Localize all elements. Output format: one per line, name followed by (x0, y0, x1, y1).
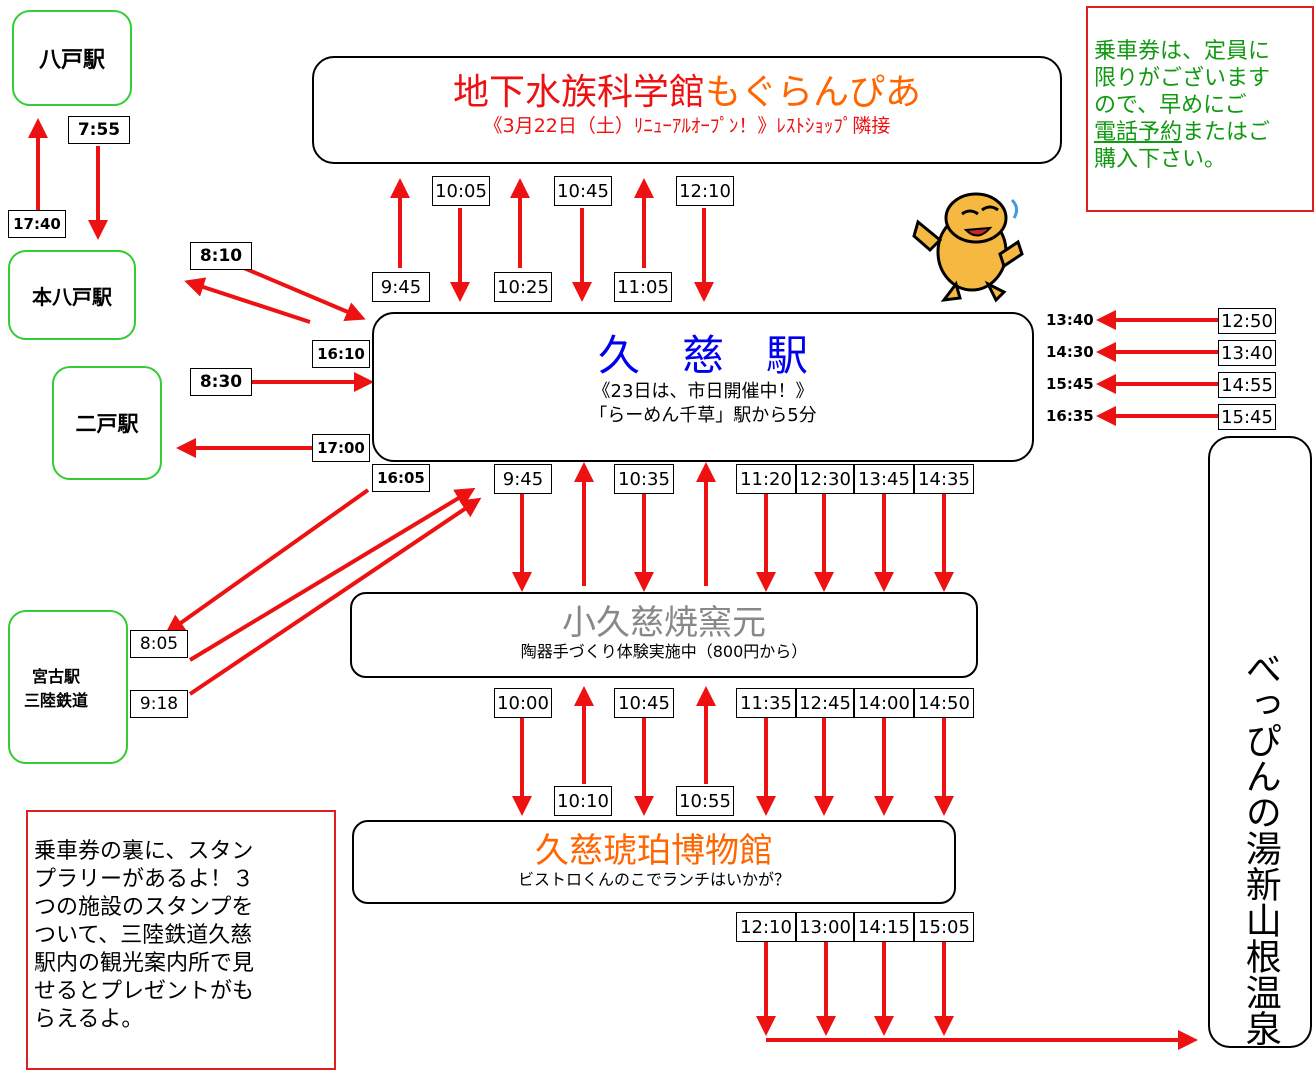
time-museum-down-1: 10:05 (432, 176, 490, 206)
time-kiln-amber-1: 10:00 (494, 688, 552, 718)
time-onsen-from-3: 14:55 (1218, 372, 1276, 398)
time-kuji-kiln-4: 12:30 (796, 464, 854, 494)
arrow-honhachi-out (184, 277, 311, 324)
station-honhachinohe: 本八戸駅 (8, 250, 136, 340)
kuji-station-box: 久 慈 駅 《23日は、市日開催中！》 「らーめん千草」駅から5分 (372, 312, 1034, 462)
ticket-notice: 乗車券は、定員に 限りがございます ので、早めにご 電話予約またはご 購入下さい… (1086, 6, 1314, 212)
time-honhachi-in: 8:10 (190, 242, 252, 270)
time-museum-down-2: 10:45 (554, 176, 612, 206)
onsen-box: 新山根温泉 べっぴんの湯 (1208, 436, 1312, 1048)
kiln-name: 小久慈焼窯元 (562, 603, 766, 643)
stamp-rally-line6: せるとプレゼントがも (34, 979, 255, 1004)
time-miyako-in2: 9:18 (130, 690, 188, 718)
time-amber-onsen-3: 14:15 (854, 912, 914, 942)
time-amber-kiln-1: 10:10 (554, 786, 612, 816)
ticket-notice-line1: 乗車券は、定員に (1094, 39, 1271, 64)
arrow-miyako-out (164, 488, 370, 635)
kuji-station-name: 久 慈 駅 (597, 331, 808, 380)
onsen-name-2: べっぴんの湯 (1239, 650, 1281, 866)
ticket-notice-line3: ので、早めにご (1094, 93, 1247, 118)
time-miyako-in1: 8:05 (130, 630, 188, 658)
station-miyako-line: 三陸鉄道 (24, 691, 89, 710)
time-amber-onsen-4: 15:05 (914, 912, 974, 942)
stamp-rally-line3: つの施設のスタンプを (34, 895, 254, 920)
time-ninohe-out: 17:00 (312, 434, 370, 462)
time-onsen-from-1: 12:50 (1218, 308, 1276, 334)
time-kuji-kiln-5: 13:45 (854, 464, 914, 494)
ticket-notice-phone: 電話予約 (1094, 120, 1183, 145)
museum-subtitle: 《3月22日（土）ﾘﾆｭｰｱﾙｵｰﾌﾟﾝ！》ﾚｽﾄｼｮｯﾌﾟ隣接 (483, 115, 891, 137)
station-hachinohe-label: 八戸駅 (38, 48, 105, 73)
kiln-box: 小久慈焼窯元 陶器手づくり体験実施中（800円から） (350, 592, 978, 678)
time-kiln-amber-5: 14:00 (854, 688, 914, 718)
time-kiln-amber-6: 14:50 (914, 688, 974, 718)
onsen-name-1: 新山根温泉 (1239, 866, 1281, 1046)
time-kuji-arrive-2: 14:30 (1046, 343, 1094, 361)
time-onsen-from-2: 13:40 (1218, 340, 1276, 366)
time-amber-kiln-2: 10:55 (676, 786, 734, 816)
time-hachi-down: 7:55 (68, 116, 130, 144)
arrow-miyako-in2 (188, 497, 482, 696)
station-hachinohe: 八戸駅 (12, 10, 132, 106)
arrow-honhachi-in (243, 266, 366, 321)
time-kuji-kiln-3: 11:20 (736, 464, 796, 494)
mole-mascot-icon (912, 192, 1024, 303)
stamp-rally-line7: らえるよ。 (34, 1007, 144, 1032)
kuji-station-sub2: 「らーめん千草」駅から5分 (589, 405, 817, 426)
time-hachi-up: 17:40 (8, 210, 66, 238)
stamp-rally-notice: 乗車券の裏に、スタン プラリーがあるよ！３ つの施設のスタンプを ついて、三陸鉄… (26, 810, 336, 1070)
time-kiln-amber-4: 12:45 (796, 688, 854, 718)
kiln-subtitle: 陶器手づくり体験実施中（800円から） (520, 642, 808, 661)
amber-museum-box: 久慈琥珀博物館 ビストロくんのこでランチはいかが？ (352, 820, 956, 904)
ticket-notice-line4: またはご (1182, 120, 1271, 145)
time-museum-up-3: 11:05 (614, 272, 672, 302)
time-kuji-kiln-2: 10:35 (614, 464, 674, 494)
museum-name-b: もぐらんぴあ (705, 72, 922, 113)
stamp-rally-line4: ついて、三陸鉄道久慈 (34, 923, 253, 948)
stamp-rally-line2: プラリーがあるよ！３ (34, 867, 255, 892)
time-kiln-amber-3: 11:35 (736, 688, 796, 718)
time-museum-up-1: 9:45 (372, 272, 430, 302)
station-ninohe-label: 二戸駅 (75, 412, 139, 436)
stamp-rally-line1: 乗車券の裏に、スタン (34, 839, 254, 864)
station-miyako: 宮古駅 三陸鉄道 (8, 610, 128, 764)
time-miyako-out: 16:05 (372, 464, 430, 492)
time-museum-up-2: 10:25 (494, 272, 552, 302)
ticket-notice-line2: 限りがございます (1094, 66, 1271, 91)
time-amber-onsen-1: 12:10 (736, 912, 796, 942)
time-kuji-kiln-6: 14:35 (914, 464, 974, 494)
time-kuji-arrive-4: 16:35 (1046, 407, 1094, 425)
station-miyako-label: 宮古駅 (32, 667, 81, 686)
stamp-rally-line5: 駅内の観光案内所で見 (34, 951, 255, 976)
time-honhachi-out: 16:10 (312, 340, 370, 368)
time-museum-down-3: 12:10 (676, 176, 734, 206)
amber-museum-name: 久慈琥珀博物館 (535, 831, 773, 871)
museum-name-a: 地下水族科学館 (452, 72, 705, 113)
kuji-station-sub1: 《23日は、市日開催中！》 (592, 381, 814, 402)
ticket-notice-line5: 購入下さい。 (1094, 147, 1227, 172)
time-kuji-arrive-1: 13:40 (1046, 311, 1094, 329)
station-ninohe: 二戸駅 (52, 366, 162, 480)
museum-box: 地下水族科学館もぐらんぴあ 《3月22日（土）ﾘﾆｭｰｱﾙｵｰﾌﾟﾝ！》ﾚｽﾄｼ… (312, 56, 1062, 164)
station-honhachinohe-label: 本八戸駅 (32, 284, 112, 309)
time-kuji-arrive-3: 15:45 (1046, 375, 1094, 393)
amber-museum-subtitle: ビストロくんのこでランチはいかが？ (517, 870, 790, 889)
time-kiln-amber-2: 10:45 (614, 688, 674, 718)
arrow-miyako-in1 (188, 487, 476, 662)
time-ninohe-in: 8:30 (190, 368, 252, 396)
time-onsen-from-4: 15:45 (1218, 404, 1276, 430)
time-amber-onsen-2: 13:00 (796, 912, 854, 942)
time-kuji-kiln-1: 9:45 (494, 464, 552, 494)
